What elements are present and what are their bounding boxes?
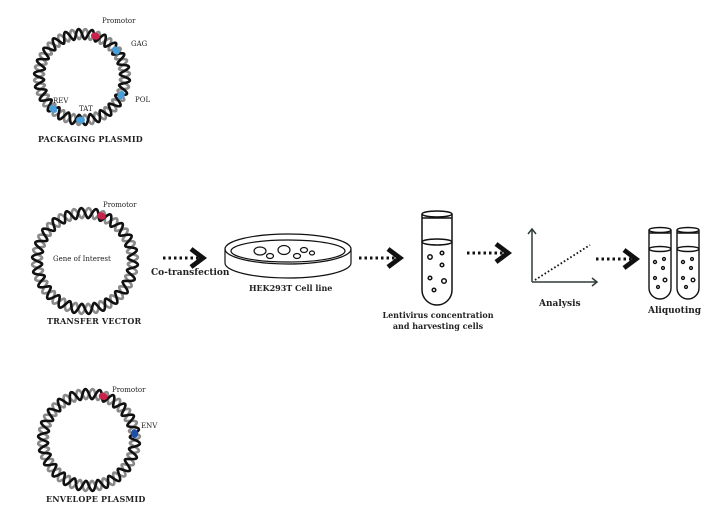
dna-strand-dark [32, 27, 132, 127]
aliquoting-label: Aliquoting [648, 306, 702, 316]
gag-marker [111, 46, 120, 55]
packaging-plasmid-ring [32, 27, 132, 127]
test-tube-icon [421, 210, 453, 306]
promoter-marker [97, 212, 106, 220]
gene-label-env: ENV [141, 422, 158, 430]
transfer-vector-title: TRANSFER VECTOR [47, 316, 142, 326]
dna-strand-dark [30, 206, 140, 316]
transfer-vector-ring [30, 206, 140, 316]
packaging-promoter-label: Promotor [102, 17, 136, 25]
promoter-marker [98, 392, 108, 400]
analysis-graph-icon [527, 227, 599, 287]
aliquot-tube-2-icon [676, 226, 700, 300]
aliquot-tube-1-icon [648, 226, 672, 300]
envelope-plasmid-title: ENVELOPE PLASMID [46, 494, 146, 504]
dna-strand-dark [36, 387, 142, 493]
gene-of-interest-label: Gene of Interest [53, 255, 111, 263]
lentivirus-label-line2: and harvesting cells [392, 321, 484, 331]
gene-label-pol: POL [135, 96, 151, 104]
lentivirus-label-line1: Lentivirus concentration [382, 310, 494, 320]
transfer-promoter-label: Promotor [103, 201, 137, 209]
lentivirus-label: Lentivirus concentration and harvesting … [382, 310, 494, 332]
petri-dish-icon [224, 233, 352, 279]
gene-label-tat: TAT [79, 105, 93, 113]
analysis-label: Analysis [539, 299, 581, 309]
hek293t-label: HEK293T Cell line [249, 283, 333, 293]
envelope-plasmid-ring [36, 387, 142, 493]
env-marker [131, 429, 139, 439]
gene-label-rev: REV [53, 97, 69, 105]
pol-marker [117, 90, 125, 100]
promoter-marker [90, 32, 100, 40]
rev-marker [49, 105, 58, 113]
co-transfection-label: Co-transfection [151, 268, 230, 278]
gene-label-gag: GAG [131, 40, 148, 48]
packaging-plasmid-title: PACKAGING PLASMID [38, 134, 143, 144]
tat-marker [76, 116, 85, 124]
envelope-promoter-label: Promotor [112, 386, 146, 394]
